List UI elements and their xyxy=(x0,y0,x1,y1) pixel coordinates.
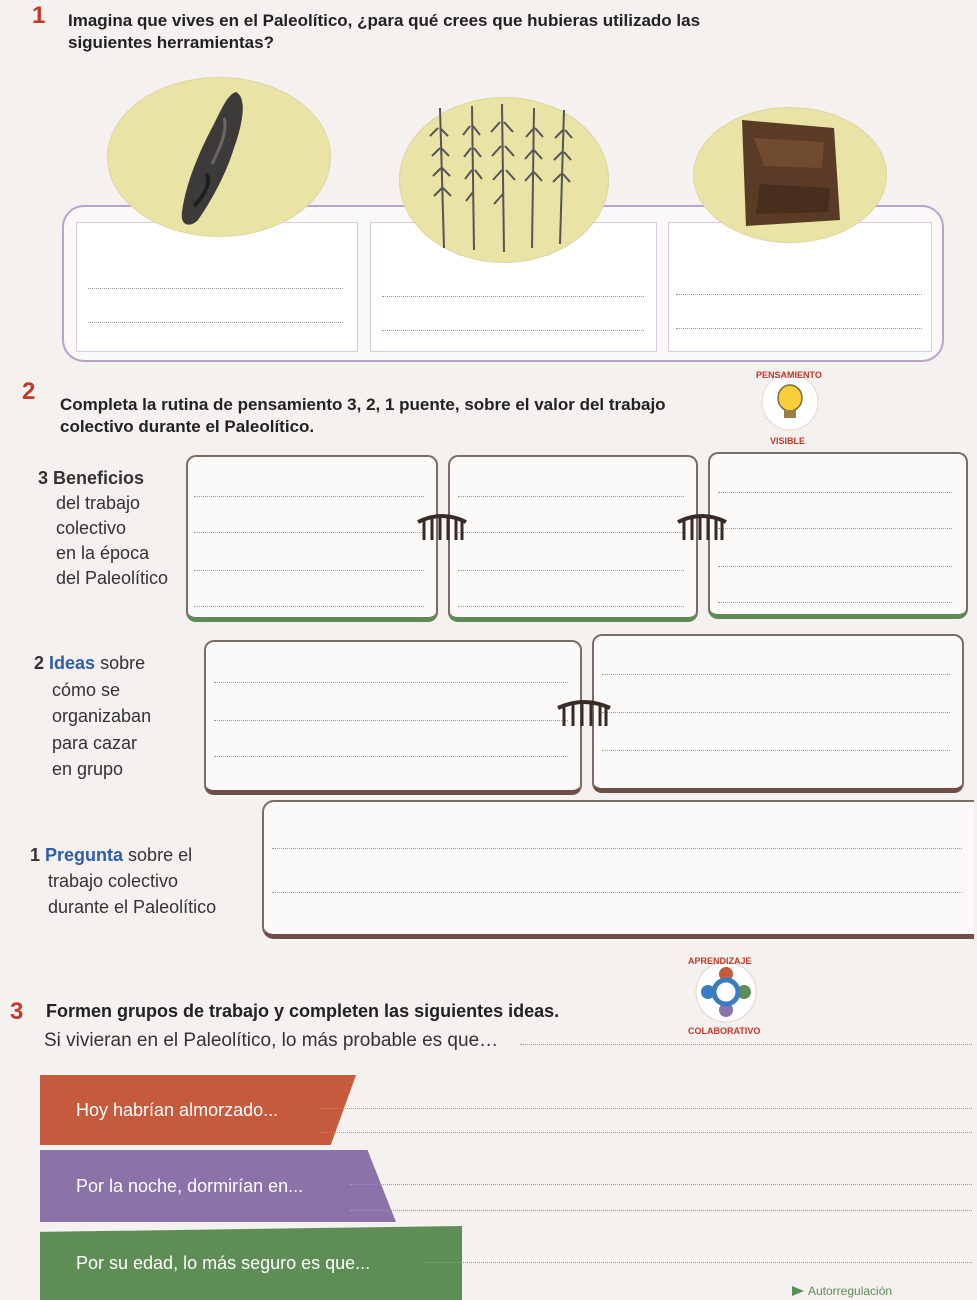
tool-circle-harpoons xyxy=(400,98,608,262)
badge-bottom-label: COLABORATIVO xyxy=(688,1026,760,1036)
idea-box-2 xyxy=(592,634,964,793)
answer-line[interactable] xyxy=(214,720,568,721)
answer-box-3 xyxy=(668,222,932,352)
section-3-label: 3 Beneficios del trabajo colectivo en la… xyxy=(38,468,169,588)
answer-line[interactable] xyxy=(520,1044,972,1045)
answer-line[interactable] xyxy=(718,602,952,603)
completion-prompt: Si vivieran en el Paleolítico, lo más pr… xyxy=(44,1030,499,1051)
answer-line[interactable] xyxy=(350,1184,972,1185)
question-3-text: Formen grupos de trabajo y completen las… xyxy=(46,1001,560,1021)
benefit-box-1 xyxy=(186,455,438,622)
bridge-icon xyxy=(417,514,467,540)
answer-line[interactable] xyxy=(676,294,922,295)
question-1-number: 1 xyxy=(32,2,46,29)
question-1-text: Imagina que vives en el Paleolítico, ¿pa… xyxy=(68,11,701,52)
aprendizaje-colaborativo-badge: APRENDIZAJE COLABORATIVO xyxy=(676,944,776,1040)
idea-box-1 xyxy=(204,640,582,795)
pennant-icon xyxy=(792,1286,804,1296)
prompt-banner-age: Por su edad, lo más seguro es que... xyxy=(40,1226,462,1300)
answer-line[interactable] xyxy=(458,496,684,497)
answer-line[interactable] xyxy=(272,848,962,849)
answer-line[interactable] xyxy=(602,674,950,675)
answer-line[interactable] xyxy=(194,606,424,607)
answer-line[interactable] xyxy=(602,750,950,751)
section-2-label: 2 Ideas sobre cómo se organizaban para c… xyxy=(34,653,152,779)
bridge-icon xyxy=(677,514,727,540)
pensamiento-visible-badge: PENSAMIENTO VISIBLE xyxy=(740,362,840,448)
answer-line[interactable] xyxy=(322,1108,972,1109)
prompt-banner-night: Por la noche, dormirían en... xyxy=(40,1150,396,1222)
answer-line[interactable] xyxy=(458,570,684,571)
question-2-number: 2 xyxy=(22,378,36,405)
answer-line[interactable] xyxy=(382,296,644,297)
badge-top-label: APRENDIZAJE xyxy=(688,956,752,966)
tool-circle-scraper xyxy=(694,108,886,242)
answer-line[interactable] xyxy=(718,492,952,493)
answer-line[interactable] xyxy=(214,756,568,757)
prompt-banner-lunch: Hoy habrían almorzado... xyxy=(40,1075,356,1145)
answer-line[interactable] xyxy=(382,330,644,331)
answer-line[interactable] xyxy=(322,1132,972,1133)
benefit-box-2 xyxy=(448,455,698,622)
badge-top-label: PENSAMIENTO xyxy=(756,370,822,380)
answer-line[interactable] xyxy=(350,1210,972,1211)
answer-line[interactable] xyxy=(88,288,343,289)
footer-autorregulacion: Autorregulación xyxy=(792,1284,892,1298)
question-box xyxy=(262,800,974,939)
badge-bottom-label: VISIBLE xyxy=(770,436,805,446)
answer-line[interactable] xyxy=(88,322,343,323)
lightbulb-icon xyxy=(777,384,803,412)
harpoons-icon xyxy=(429,103,573,253)
answer-line[interactable] xyxy=(272,892,962,893)
tool-circle-stone-blade xyxy=(108,78,330,236)
scraper-icon xyxy=(742,120,840,226)
question-3-number: 3 xyxy=(10,998,24,1025)
answer-line[interactable] xyxy=(194,532,424,533)
answer-line[interactable] xyxy=(194,496,424,497)
answer-line[interactable] xyxy=(718,528,952,529)
bridge-icon xyxy=(557,700,611,726)
section-1-label: 1 Pregunta sobre el trabajo colectivo du… xyxy=(30,845,217,917)
answer-line[interactable] xyxy=(194,570,424,571)
answer-line[interactable] xyxy=(214,682,568,683)
answer-line[interactable] xyxy=(458,606,684,607)
stone-blade-icon xyxy=(181,92,243,225)
answer-line[interactable] xyxy=(426,1262,972,1263)
answer-line[interactable] xyxy=(718,566,952,567)
team-icon xyxy=(701,967,751,1017)
answer-line[interactable] xyxy=(602,712,950,713)
question-2-text: Completa la rutina de pensamiento 3, 2, … xyxy=(60,395,666,436)
answer-line[interactable] xyxy=(458,532,684,533)
benefit-box-3 xyxy=(708,452,968,619)
answer-line[interactable] xyxy=(676,328,922,329)
answer-box-1 xyxy=(76,222,358,352)
